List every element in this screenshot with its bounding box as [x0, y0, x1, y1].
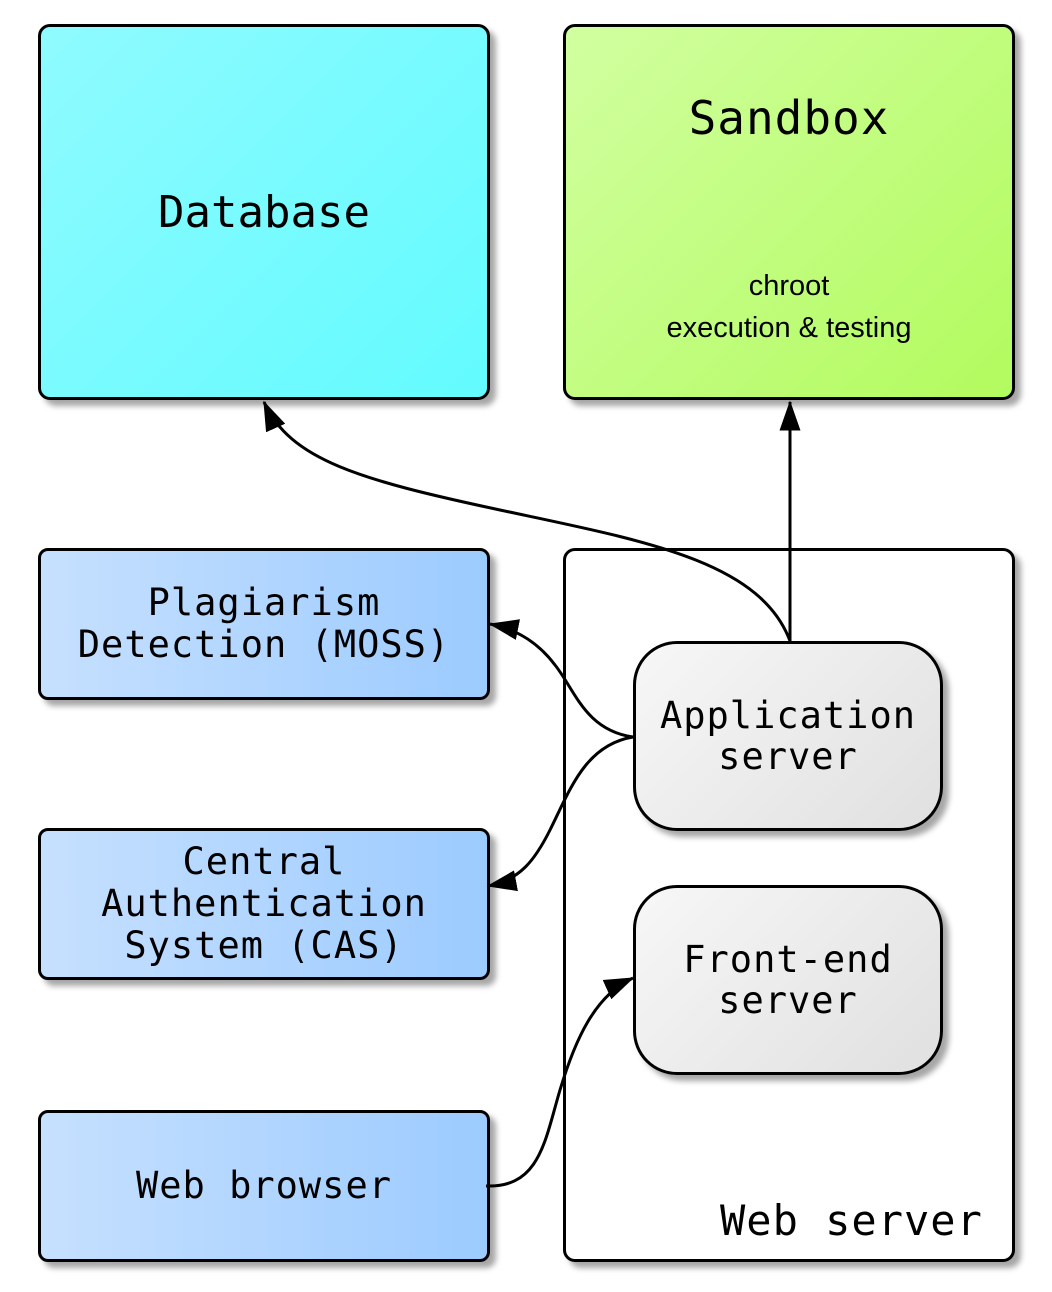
app-server-line-1: Application	[659, 694, 917, 737]
moss-line-2: Detection (MOSS)	[77, 623, 451, 666]
moss-line-1: Plagiarism	[147, 581, 381, 624]
browser-label: Web browser	[135, 1164, 393, 1207]
sandbox-subtitle-line-1: chroot	[748, 270, 830, 302]
cas-node: Central Authentication System (CAS)	[38, 828, 490, 980]
database-title: Database	[158, 186, 370, 238]
web-browser-node: Web browser	[38, 1110, 490, 1262]
sandbox-subtitle: chroot execution & testing	[666, 265, 911, 349]
frontend-line-2: server	[718, 979, 858, 1022]
frontend-line-1: Front-end	[683, 938, 893, 981]
plagiarism-detection-node: Plagiarism Detection (MOSS)	[38, 548, 490, 700]
application-server-node: Application server	[633, 641, 943, 831]
web-server-label: Web server	[720, 1196, 983, 1245]
sandbox-node: Sandbox chroot execution & testing	[563, 24, 1015, 400]
cas-line-3: System (CAS)	[124, 924, 404, 967]
cas-line-1: Central	[182, 840, 346, 883]
sandbox-subtitle-line-2: execution & testing	[666, 312, 912, 344]
cas-line-2: Authentication	[101, 882, 427, 925]
app-server-line-2: server	[718, 735, 858, 778]
sandbox-title: Sandbox	[688, 91, 890, 145]
database-node: Database	[38, 24, 490, 400]
frontend-server-node: Front-end server	[633, 885, 943, 1075]
